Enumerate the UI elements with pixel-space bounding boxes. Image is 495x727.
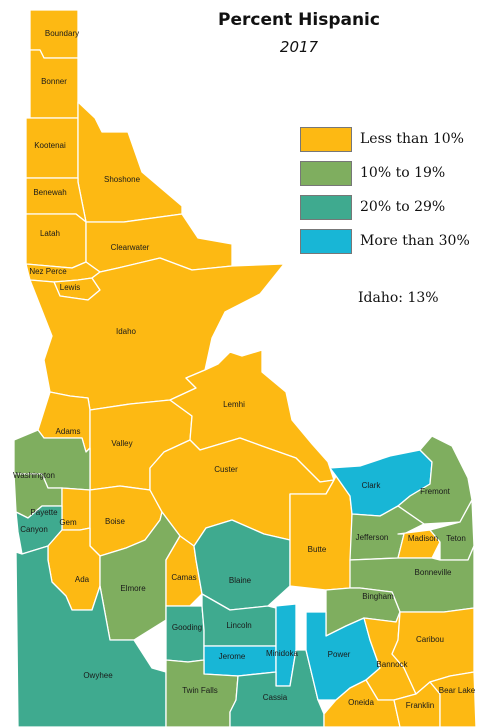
- county-label-teton: Teton: [446, 534, 466, 543]
- county-label-jefferson: Jefferson: [356, 533, 389, 542]
- state-total-note: Idaho: 13%: [358, 290, 439, 306]
- county-label-payette: Payette: [30, 508, 58, 517]
- county-label-bonneville: Bonneville: [415, 568, 452, 577]
- county-label-kootenai: Kootenai: [34, 141, 66, 150]
- legend-label: Less than 10%: [360, 131, 464, 147]
- county-bear-lake: [429, 671, 477, 727]
- county-label-ada: Ada: [75, 575, 90, 584]
- county-label-bonner: Bonner: [41, 77, 67, 86]
- county-label-valley: Valley: [111, 439, 132, 448]
- county-label-oneida: Oneida: [348, 698, 374, 707]
- legend-item-20to29: 20% to 29%: [300, 190, 470, 224]
- county-label-caribou: Caribou: [416, 635, 444, 644]
- county-label-elmore: Elmore: [120, 584, 146, 593]
- legend-item-gt30: More than 30%: [300, 224, 470, 258]
- legend-label: More than 30%: [360, 233, 470, 249]
- county-label-minidoka: Minidoka: [266, 649, 299, 658]
- county-label-canyon: Canyon: [20, 525, 48, 534]
- county-label-blaine: Blaine: [229, 576, 252, 585]
- legend-label: 20% to 29%: [360, 199, 446, 215]
- map-subtitle: 2017: [279, 38, 319, 56]
- legend-label: 10% to 19%: [360, 165, 446, 181]
- county-label-butte: Butte: [308, 545, 327, 554]
- county-label-owyhee: Owyhee: [83, 671, 113, 680]
- legend-swatch: [300, 126, 352, 152]
- legend-item-10to19: 10% to 19%: [300, 156, 470, 190]
- county-label-camas: Camas: [171, 573, 196, 582]
- county-label-adams: Adams: [56, 427, 81, 436]
- county-fremont: [397, 435, 473, 525]
- map-title: Percent Hispanic: [218, 10, 380, 30]
- county-label-bingham: Bingham: [362, 592, 394, 601]
- county-label-boise: Boise: [105, 517, 126, 526]
- legend-swatch: [300, 160, 352, 186]
- county-label-clark: Clark: [362, 481, 382, 490]
- legend-swatch: [300, 194, 352, 220]
- county-label-boundary: Boundary: [45, 29, 79, 38]
- county-shoshone: [77, 101, 183, 223]
- legend-swatch: [300, 228, 352, 254]
- county-label-benewah: Benewah: [33, 188, 66, 197]
- county-label-lemhi: Lemhi: [223, 400, 245, 409]
- county-label-lewis: Lewis: [60, 283, 80, 292]
- county-label-fremont: Fremont: [420, 487, 451, 496]
- county-gooding: [165, 605, 205, 663]
- county-label-nez-perce: Nez Perce: [29, 267, 67, 276]
- county-label-jerome: Jerome: [219, 652, 246, 661]
- legend: Less than 10% 10% to 19% 20% to 29% More…: [300, 122, 470, 258]
- county-label-gem: Gem: [59, 518, 77, 527]
- county-label-gooding: Gooding: [172, 623, 202, 632]
- county-label-bannock: Bannock: [376, 660, 408, 669]
- county-label-custer: Custer: [214, 465, 238, 474]
- county-label-madison: Madison: [408, 534, 438, 543]
- county-label-twin-falls: Twin Falls: [182, 686, 218, 695]
- county-label-cassia: Cassia: [263, 693, 288, 702]
- county-label-bear-lake: Bear Lake: [439, 686, 476, 695]
- county-label-idaho: Idaho: [116, 327, 137, 336]
- county-label-washington: Washington: [13, 471, 55, 480]
- county-latah: [25, 213, 87, 269]
- legend-item-lt10: Less than 10%: [300, 122, 470, 156]
- county-label-clearwater: Clearwater: [111, 243, 150, 252]
- county-label-lincoln: Lincoln: [226, 621, 251, 630]
- county-label-power: Power: [328, 650, 351, 659]
- county-label-shoshone: Shoshone: [104, 175, 141, 184]
- county-label-franklin: Franklin: [406, 701, 434, 710]
- county-label-latah: Latah: [40, 229, 60, 238]
